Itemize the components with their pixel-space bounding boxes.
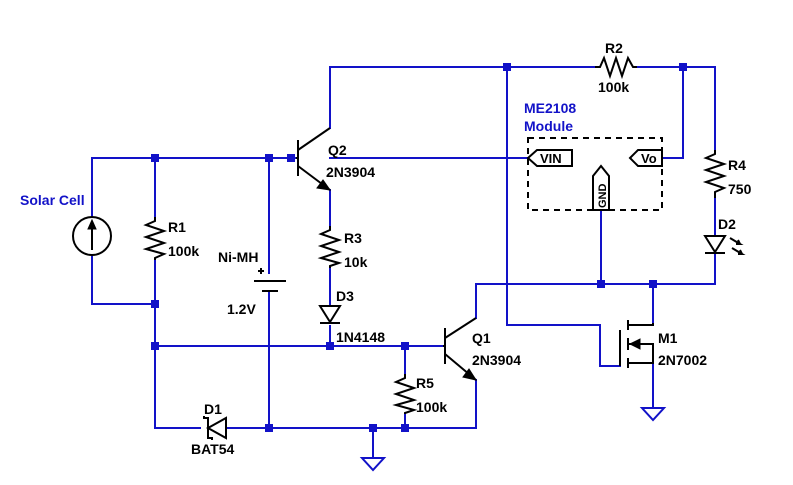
r1-name: R1 — [168, 219, 186, 235]
battery-name: Ni-MH — [218, 249, 258, 265]
r4-resistor — [702, 150, 728, 198]
r3-resistor — [317, 226, 343, 268]
m1-mosfet-symbol — [619, 320, 654, 368]
q2-transistor-symbol — [296, 127, 332, 191]
r4-name: R4 — [728, 157, 746, 173]
r2-name: R2 — [605, 40, 623, 56]
d3-name: D3 — [336, 288, 354, 304]
ground-symbol — [359, 457, 387, 472]
solar-cell-label: Solar Cell — [20, 192, 85, 208]
module-pin-vo: Vo — [641, 151, 657, 166]
ground-symbol — [639, 407, 667, 422]
module-pin-gnd: GND — [597, 184, 609, 209]
m1-name: M1 — [658, 330, 678, 346]
r5-value: 100k — [416, 399, 447, 415]
r5-resistor — [392, 374, 418, 414]
r1-resistor — [142, 217, 168, 260]
q2-name: Q2 — [328, 142, 347, 158]
d2-led-symbol — [703, 235, 746, 255]
r2-value: 100k — [598, 79, 629, 95]
r5-name: R5 — [416, 375, 434, 391]
battery-symbol — [254, 268, 286, 292]
q2-value: 2N3904 — [326, 164, 375, 180]
r2-resistor — [595, 54, 637, 80]
d2-name: D2 — [718, 216, 736, 232]
m1-value: 2N7002 — [658, 352, 707, 368]
d3-diode-symbol — [318, 305, 342, 324]
d1-schottky-symbol — [203, 416, 227, 440]
d1-name: D1 — [204, 401, 222, 417]
battery-value: 1.2V — [227, 301, 256, 317]
r3-value: 10k — [344, 254, 368, 270]
d3-value: 1N4148 — [336, 329, 385, 345]
me2108-module — [526, 137, 663, 211]
module-pin-vin: VIN — [540, 151, 562, 166]
r3-name: R3 — [344, 230, 362, 246]
q1-name: Q1 — [472, 330, 491, 346]
module-title-line2: Module — [524, 118, 573, 134]
solar-cell-symbol — [72, 216, 112, 256]
d1-value: BAT54 — [191, 441, 235, 457]
module-title-line1: ME2108 — [524, 100, 576, 116]
junctions — [151, 63, 687, 432]
r4-value: 750 — [728, 181, 752, 197]
q1-transistor-symbol — [443, 317, 478, 381]
q1-value: 2N3904 — [472, 352, 521, 368]
r1-value: 100k — [168, 243, 199, 259]
wires — [91, 66, 716, 459]
